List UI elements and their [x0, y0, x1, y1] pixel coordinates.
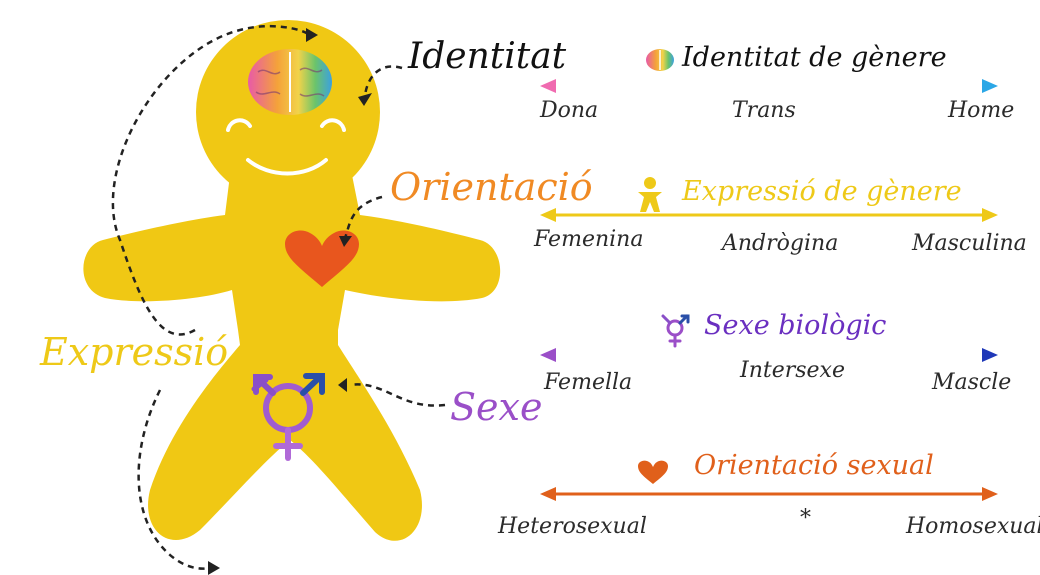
spectrum-expression-left: Femenina	[534, 227, 643, 252]
spectrum-orientation-right: Homosexual	[906, 514, 1040, 539]
spectrum-identity-middle: Trans	[732, 98, 796, 123]
orientation-label: Orientació	[390, 165, 593, 209]
spectrum-sex-left: Femella	[544, 370, 632, 395]
spectrum-expression-arrow	[540, 208, 998, 222]
spectrum-identity-right: Home	[948, 98, 1014, 123]
spectrum-expression-title: Expressió de gènere	[682, 176, 962, 207]
heart-small-icon	[638, 461, 668, 484]
spectrum-orientation-left: Heterosexual	[498, 514, 647, 539]
spectrum-identity-title: Identitat de gènere	[682, 42, 947, 73]
spectrum-sex-right: Mascle	[932, 370, 1011, 395]
spectrum-identity-arrow	[540, 79, 998, 93]
expression-label: Expressió	[40, 330, 228, 374]
brain-small-icon	[646, 49, 674, 71]
spectrum-expression-middle: Andrògina	[722, 231, 838, 256]
spectrum-expression-right: Masculina	[912, 231, 1027, 256]
identity-label: Identitat	[408, 36, 566, 77]
spectrum-identity-left: Dona	[540, 98, 598, 123]
gender-small-icon	[663, 316, 688, 346]
brain-icon	[248, 49, 332, 115]
sex-label: Sexe	[450, 385, 542, 429]
person-icon	[638, 177, 662, 212]
spectrum-sex-middle: Intersexe	[740, 358, 845, 383]
spectrum-sex-title: Sexe biològic	[704, 310, 886, 341]
spectrum-orientation-title: Orientació sexual	[694, 450, 934, 481]
spectrum-orientation-middle: *	[800, 506, 811, 531]
spectrum-orientation-arrow	[540, 487, 998, 501]
